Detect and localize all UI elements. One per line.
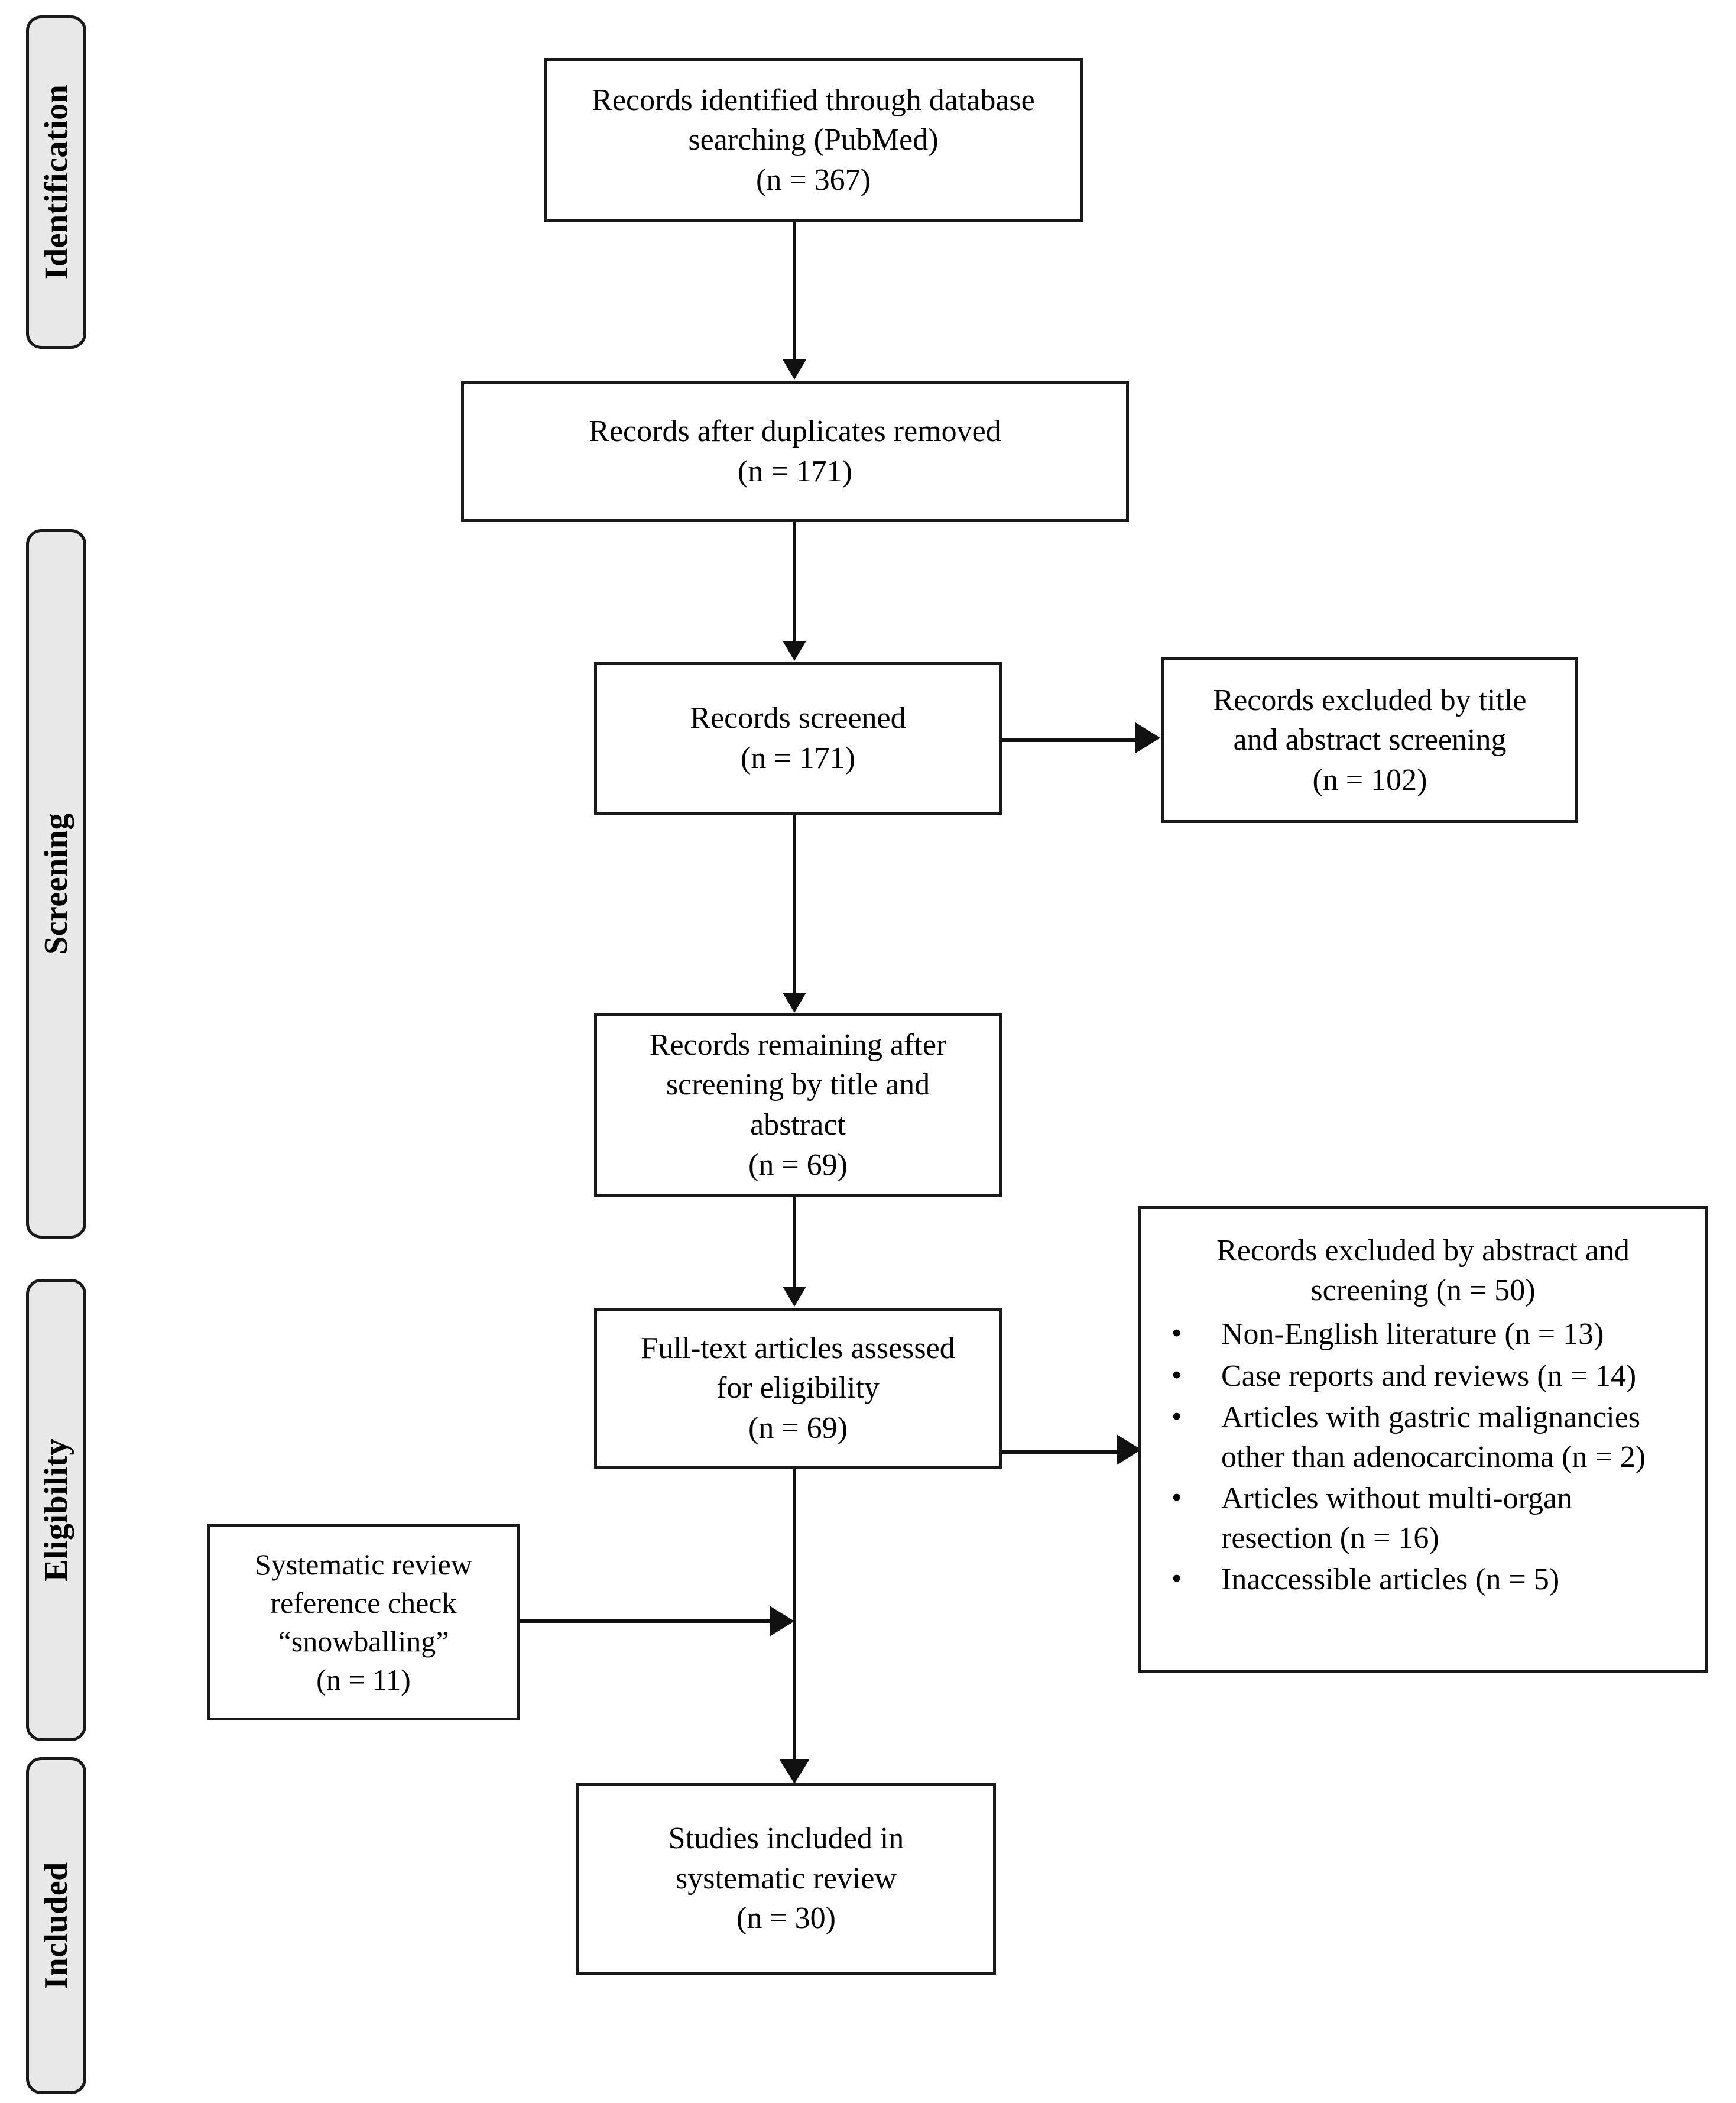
box-studies-included-count: (n = 30): [736, 1901, 836, 1936]
box-studies-included: Studies included in systematic review (n…: [576, 1783, 996, 1975]
box-records-remaining: Records remaining after screening by tit…: [594, 1013, 1002, 1197]
box-records-remaining-line2: screening by title and: [666, 1068, 930, 1102]
connector-fulltext-to-excluded-abstract: [1002, 1450, 1120, 1454]
box-snowballing-line2: reference check: [270, 1586, 457, 1619]
box-fulltext-assessed-line1: Full-text articles assessed: [641, 1331, 955, 1365]
exclusion-reason-text: Non-English literature (n = 13): [1221, 1317, 1604, 1352]
arrowhead-remaining-to-fulltext: [783, 1287, 806, 1307]
arrowhead-screened-to-excluded-title: [1135, 722, 1160, 753]
connector-fulltext-to-included: [793, 1469, 796, 1764]
stage-pill-included: Included: [26, 1757, 86, 2094]
box-records-screened: Records screened (n = 171): [594, 662, 1002, 815]
box-records-screened-line1: Records screened: [690, 701, 906, 735]
arrowhead-fulltext-to-included: [779, 1759, 810, 1784]
box-records-remaining-line1: Records remaining after: [649, 1028, 947, 1062]
box-studies-included-line1: Studies included in: [668, 1822, 904, 1856]
exclusion-reason-item: Non-English literature (n = 13): [1172, 1314, 1690, 1355]
box-records-remaining-line3: abstract: [750, 1108, 846, 1142]
connector-snowballing-to-trunk: [520, 1619, 783, 1623]
stage-pill-identification: Identification: [26, 15, 86, 349]
box-records-excluded-abstract-heading-line1: Records excluded by abstract and: [1216, 1234, 1630, 1268]
box-records-excluded-title-abstract-line2: and abstract screening: [1233, 723, 1507, 757]
stage-label-eligibility: Eligibility: [38, 1438, 74, 1582]
exclusion-reason-text: Inaccessible articles (n = 5): [1221, 1563, 1560, 1597]
box-records-remaining-count: (n = 69): [748, 1148, 848, 1182]
exclusion-reason-list: Non-English literature (n = 13) Case rep…: [1156, 1314, 1690, 1602]
exclusion-reason-text: Case reports and reviews (n = 14): [1221, 1359, 1637, 1393]
box-records-screened-count: (n = 171): [741, 741, 855, 775]
exclusion-reason-item: Case reports and reviews (n = 14): [1172, 1356, 1690, 1396]
box-records-excluded-abstract-heading: Records excluded by abstract and screeni…: [1156, 1232, 1690, 1310]
box-records-identified-count: (n = 367): [756, 163, 871, 197]
box-snowballing-count: (n = 11): [316, 1663, 411, 1696]
stage-label-screening: Screening: [38, 813, 74, 955]
exclusion-reason-item: Inaccessible articles (n = 5): [1172, 1559, 1690, 1600]
box-records-after-duplicates: Records after duplicates removed (n = 17…: [461, 381, 1129, 522]
box-records-excluded-abstract-screening: Records excluded by abstract and screeni…: [1138, 1206, 1708, 1673]
connector-screened-to-remaining: [793, 815, 796, 995]
box-records-after-duplicates-line1: Records after duplicates removed: [589, 414, 1001, 449]
stage-pill-screening: Screening: [26, 529, 86, 1239]
exclusion-reason-text: Articles with gastric malignancies other…: [1221, 1401, 1646, 1474]
exclusion-reason-text: Articles without multi-organ resection (…: [1221, 1482, 1573, 1555]
box-records-identified-line1: Records identified through database: [592, 83, 1035, 117]
connector-identified-to-duplicates: [793, 222, 796, 362]
arrowhead-duplicates-to-screened: [783, 641, 806, 661]
box-records-excluded-title-abstract-count: (n = 102): [1312, 763, 1427, 797]
stage-pill-eligibility: Eligibility: [26, 1279, 86, 1741]
exclusion-reason-item: Articles with gastric malignancies other…: [1172, 1397, 1690, 1477]
connector-screened-to-excluded-title: [1002, 738, 1139, 742]
arrowhead-fulltext-to-excluded-abstract: [1117, 1434, 1141, 1465]
box-records-after-duplicates-count: (n = 171): [738, 455, 852, 488]
box-fulltext-assessed: Full-text articles assessed for eligibil…: [594, 1308, 1002, 1469]
box-fulltext-assessed-line2: for eligibility: [716, 1371, 880, 1405]
box-records-identified-line2: searching (PubMed): [688, 123, 939, 157]
box-fulltext-assessed-count: (n = 69): [748, 1411, 848, 1445]
box-records-excluded-title-abstract-line1: Records excluded by title: [1213, 683, 1527, 717]
box-snowballing-line3: “snowballing”: [278, 1625, 449, 1658]
box-records-identified: Records identified through database sear…: [544, 58, 1083, 222]
exclusion-reason-item: Articles without multi-organ resection (…: [1172, 1478, 1690, 1558]
box-snowballing: Systematic review reference check “snowb…: [207, 1524, 520, 1720]
connector-duplicates-to-screened: [793, 522, 796, 643]
arrowhead-identified-to-duplicates: [783, 359, 806, 380]
arrowhead-snowballing-to-trunk: [770, 1606, 794, 1637]
box-studies-included-line2: systematic review: [676, 1861, 897, 1895]
box-snowballing-line1: Systematic review: [255, 1548, 472, 1581]
stage-label-identification: Identification: [38, 84, 74, 280]
box-records-excluded-abstract-heading-line2: screening (n = 50): [1310, 1273, 1536, 1307]
box-records-excluded-title-abstract: Records excluded by title and abstract s…: [1161, 657, 1578, 823]
connector-remaining-to-fulltext: [793, 1197, 796, 1289]
arrowhead-screened-to-remaining: [783, 993, 806, 1013]
stage-label-included: Included: [38, 1862, 75, 1989]
